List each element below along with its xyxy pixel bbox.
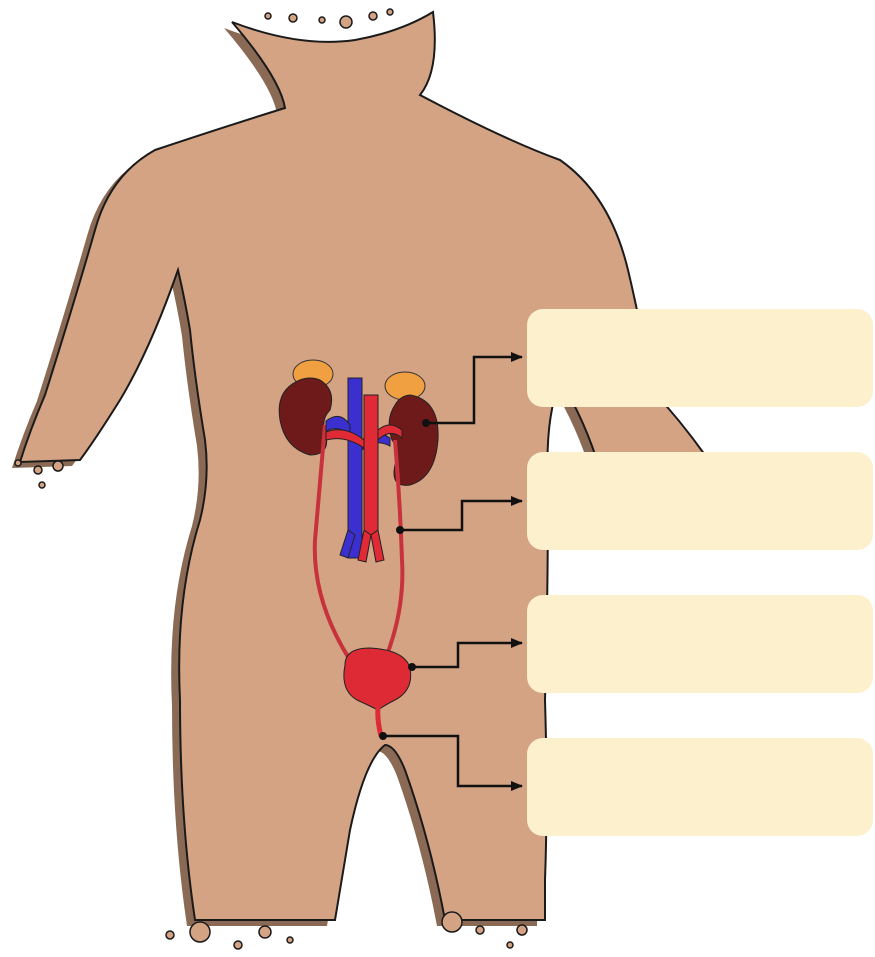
label-box-urethra[interactable] bbox=[527, 738, 873, 836]
leader-dot-kidney bbox=[422, 419, 430, 427]
leader-dot-ureter bbox=[396, 526, 404, 534]
leader-dot-bladder bbox=[408, 663, 416, 671]
label-box-ureter[interactable] bbox=[527, 452, 873, 550]
label-box-bladder[interactable] bbox=[527, 595, 873, 693]
leader-dot-urethra bbox=[379, 732, 387, 740]
label-box-kidney[interactable] bbox=[527, 309, 873, 407]
